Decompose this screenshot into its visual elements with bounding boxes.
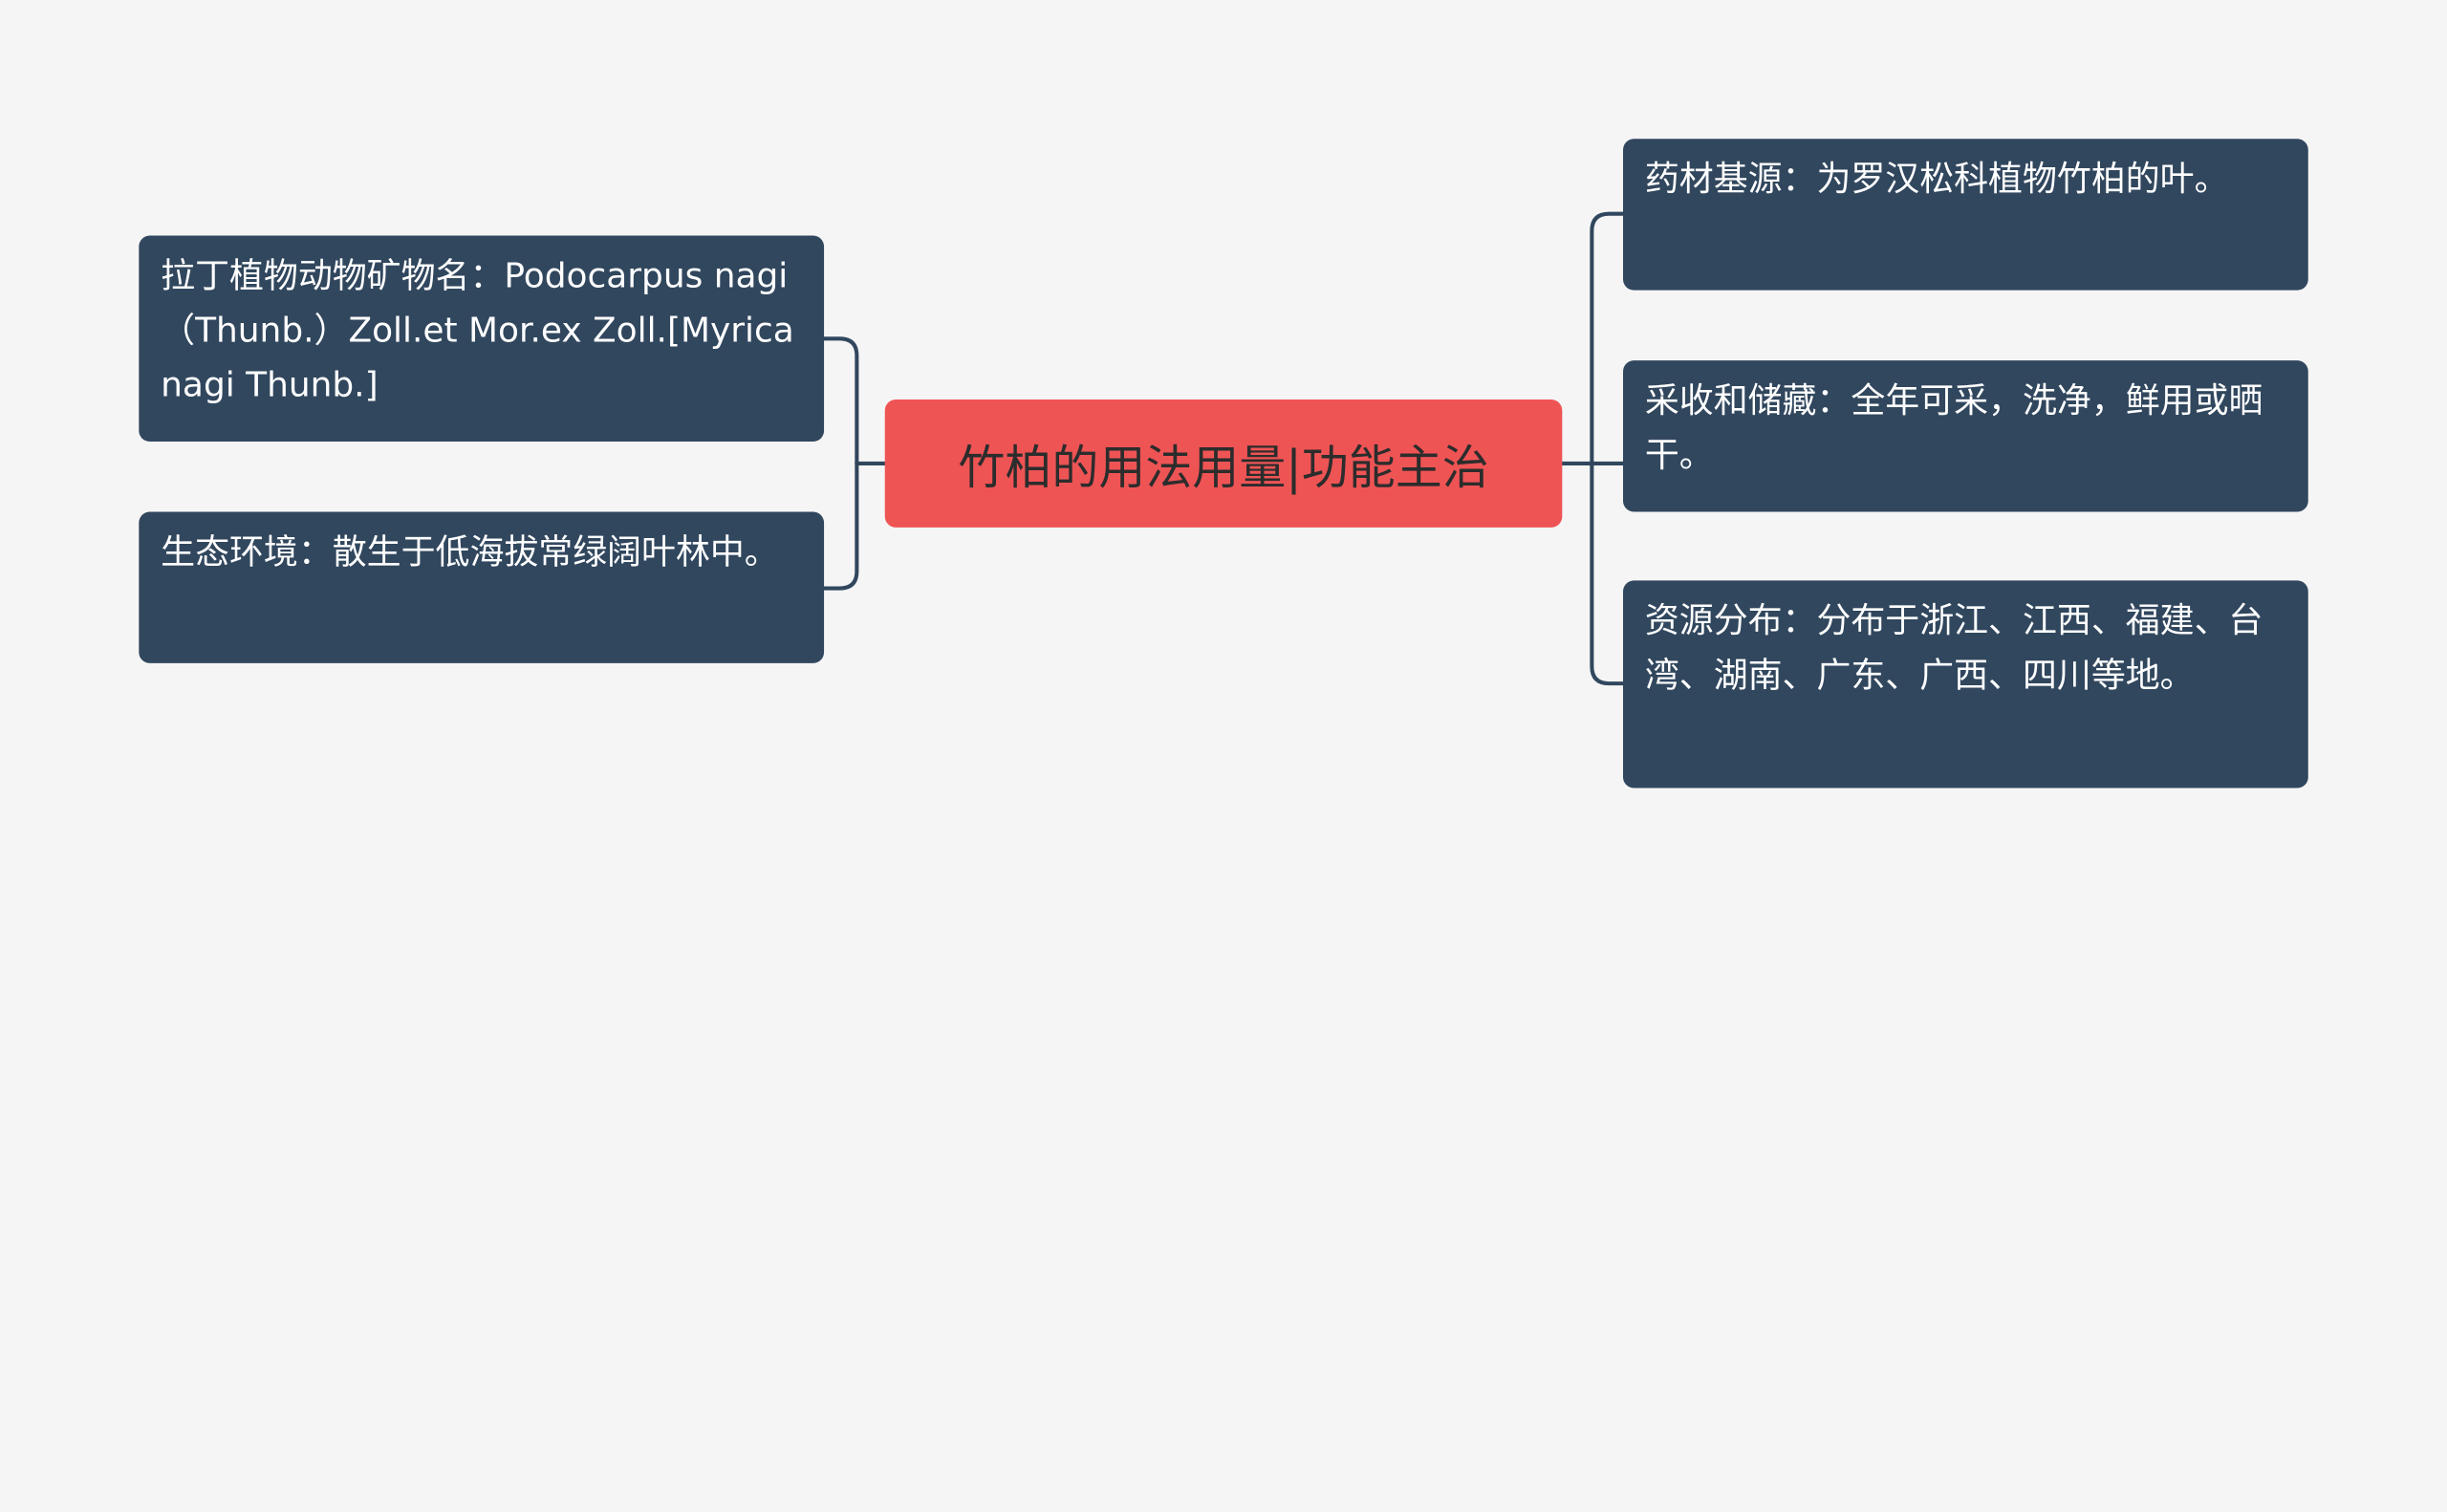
left-branch-latin-name-text: 拉丁植物动物矿物名：Podocarpus nagi（Thunb.）Zoll.et… bbox=[161, 257, 794, 406]
right-branch-distribution[interactable]: 资源分布：分布于浙江、江西、福建、台湾、湖南、广东、广西、四川等地。 bbox=[1623, 580, 2308, 788]
root-topic-label: 竹柏的用法用量|功能主治 bbox=[958, 442, 1489, 497]
connector-left-2 bbox=[822, 461, 859, 591]
left-branch-latin-name[interactable]: 拉丁植物动物矿物名：Podocarpus nagi（Thunb.）Zoll.et… bbox=[139, 235, 825, 443]
connector-left-1 bbox=[822, 336, 859, 465]
right-branch-source[interactable]: 药材基源：为罗汉松科植物竹柏的叶。 bbox=[1623, 139, 2308, 291]
root-topic[interactable]: 竹柏的用法用量|功能主治 bbox=[884, 399, 1563, 528]
left-branch-habitat[interactable]: 生态环境：散生于低海拔常绿阔叶林中。 bbox=[139, 511, 825, 663]
right-branch-harvest-text: 采收和储藏：全年可采，洗净，鲜用或晒干。 bbox=[1644, 382, 2263, 476]
right-branch-harvest[interactable]: 采收和储藏：全年可采，洗净，鲜用或晒干。 bbox=[1623, 360, 2308, 512]
connector-right-1 bbox=[1590, 211, 1626, 465]
left-branch-habitat-text: 生态环境：散生于低海拔常绿阔叶林中。 bbox=[161, 533, 779, 573]
connector-right-3 bbox=[1590, 461, 1626, 686]
connector-lines bbox=[822, 211, 1626, 686]
right-branch-source-text: 药材基源：为罗汉松科植物竹柏的叶。 bbox=[1644, 161, 2229, 200]
right-branch-distribution-text: 资源分布：分布于浙江、江西、福建、台湾、湖南、广东、广西、四川等地。 bbox=[1644, 602, 2263, 697]
